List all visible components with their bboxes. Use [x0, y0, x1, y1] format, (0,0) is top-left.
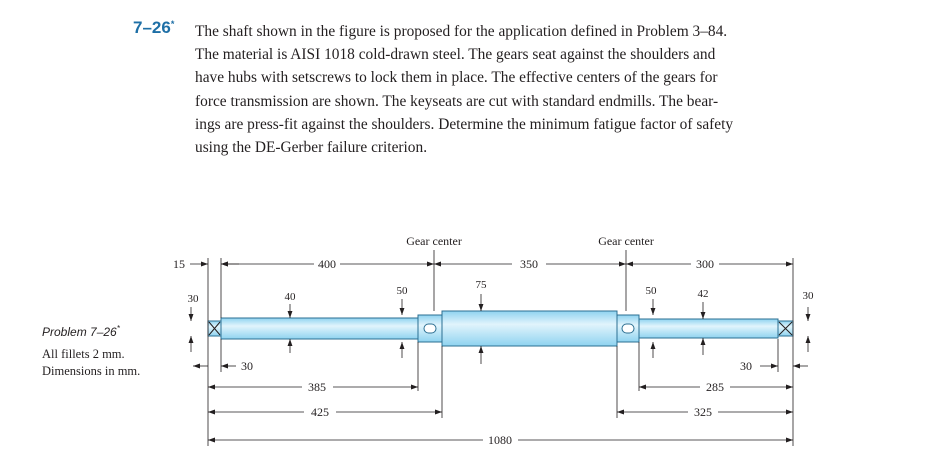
units-note: Dimensions in mm.	[42, 364, 141, 378]
dim-300: 300	[696, 257, 714, 271]
dim-285: 285	[706, 380, 724, 394]
dim-30-left: 30	[241, 359, 253, 373]
problem-line: The material is AISI 1018 cold-drawn ste…	[195, 46, 716, 64]
shaft-step-42	[638, 318, 779, 339]
dim-350: 350	[520, 257, 538, 271]
gear-center-left-label: Gear center	[406, 234, 462, 248]
shaft-step-40	[220, 317, 419, 340]
dim-dia-30-left: 30	[188, 293, 200, 305]
dim-dia-30-right: 30	[803, 290, 815, 302]
problem-line: using the DE-Gerber failure criterion.	[195, 139, 428, 157]
problem-line: have hubs with setscrews to lock them in…	[195, 69, 718, 87]
fillet-note: All fillets 2 mm.	[42, 347, 125, 361]
dim-dia-50-right: 50	[646, 285, 658, 297]
dim-15: 15	[173, 257, 185, 271]
dim-30-right: 30	[740, 359, 752, 373]
figure-caption-title: Problem 7–26*	[42, 324, 120, 339]
dim-425: 425	[311, 405, 329, 419]
problem-statement: The shaft shown in the figure is propose…	[195, 20, 807, 159]
problem-line: ings are press-fit against the shoulders…	[195, 115, 734, 133]
bearing-symbol-right	[778, 321, 793, 336]
dim-dia-50-left: 50	[397, 285, 409, 297]
bearing-symbol-left	[208, 321, 221, 336]
dim-385: 385	[308, 380, 326, 394]
dim-dia-40: 40	[285, 291, 297, 303]
dim-dia-42: 42	[698, 288, 709, 300]
problem-line: force transmission are shown. The keysea…	[195, 92, 719, 110]
keyseat-left	[423, 323, 437, 334]
problem-number: 7–26*	[133, 18, 175, 37]
shaft	[207, 310, 794, 347]
dim-325: 325	[694, 405, 712, 419]
problem-line: The shaft shown in the figure is propose…	[195, 23, 728, 40]
gear-center-right-label: Gear center	[598, 234, 654, 248]
keyseat-right	[621, 323, 635, 334]
shaft-step-75	[441, 310, 618, 347]
dim-1080: 1080	[488, 433, 512, 447]
dim-400: 400	[318, 257, 336, 271]
dim-dia-75: 75	[476, 279, 488, 291]
